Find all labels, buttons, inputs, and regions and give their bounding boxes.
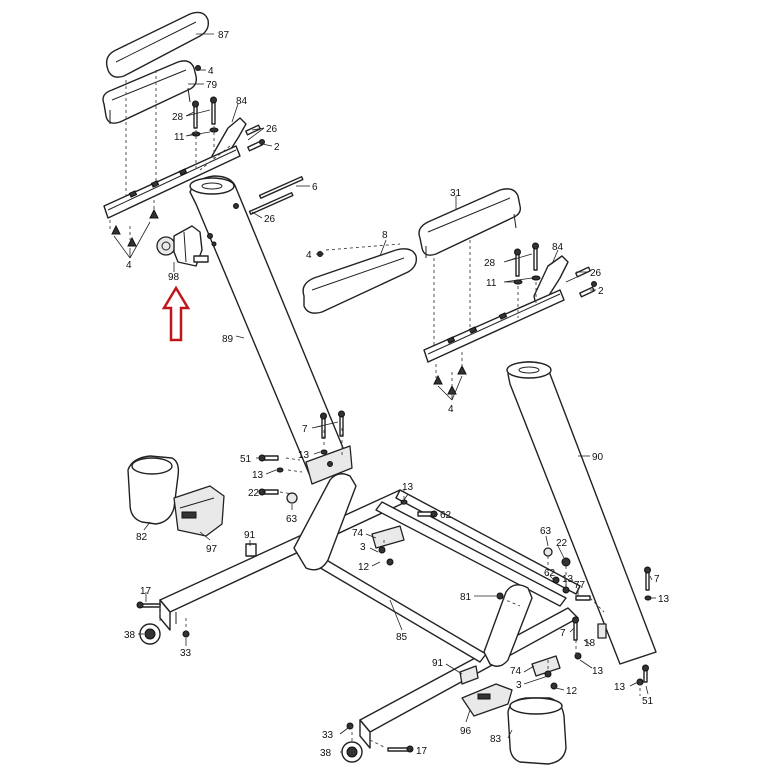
callout-label: 13 <box>402 482 414 493</box>
callout-label: 11 <box>174 132 185 143</box>
part-82-97-covers <box>127 455 225 537</box>
callout-label: 2 <box>274 142 280 153</box>
callout-label: 4 <box>306 250 312 261</box>
fasteners-base <box>258 410 652 690</box>
part-90-upright-right <box>506 361 657 665</box>
part-89-upright-left <box>189 175 353 485</box>
callout-label: 13 <box>614 682 626 693</box>
callout-label: 33 <box>180 648 192 659</box>
callout-label: 63 <box>286 514 298 525</box>
callout-label: 22 <box>248 488 260 499</box>
callout-label: 13 <box>298 450 310 461</box>
callout-label: 77 <box>574 580 586 591</box>
callout-label: 22 <box>556 538 568 549</box>
callout-label: 98 <box>168 272 180 283</box>
part-31-handle-cover-right <box>418 188 522 258</box>
callout-label: 3 <box>360 542 366 553</box>
callout-label: 63 <box>540 526 552 537</box>
callout-label: 7 <box>560 628 566 639</box>
callout-label: 87 <box>218 30 230 41</box>
callout-label: 26 <box>264 214 276 225</box>
callout-label: 97 <box>206 544 218 555</box>
callout-label: 28 <box>172 112 184 123</box>
callout-label: 4 <box>208 66 214 77</box>
callout-label: 7 <box>654 574 660 585</box>
callout-label: 6 <box>312 182 318 193</box>
callout-label: 31 <box>450 188 462 199</box>
callout-label: 17 <box>416 746 428 757</box>
part-83-96-covers <box>461 683 567 765</box>
part-38-wheels-and-bolts <box>136 601 414 763</box>
callout-label: 85 <box>396 632 408 643</box>
callout-label: 17 <box>140 586 152 597</box>
callout-label: 4 <box>448 404 454 415</box>
callout-label: 89 <box>222 334 234 345</box>
callout-label: 13 <box>562 574 574 585</box>
part-bracket-mounts <box>245 525 561 685</box>
dashed-guides-upper-right <box>325 240 537 388</box>
part-85-base-frame <box>159 473 581 749</box>
part-8-handle-cover-mid <box>302 248 418 314</box>
part-84-bracket-right <box>533 255 569 307</box>
callout-label: 91 <box>432 658 444 669</box>
callout-label: 74 <box>510 666 522 677</box>
callout-label: 12 <box>358 562 370 573</box>
callout-label: 83 <box>490 734 502 745</box>
callout-label: 51 <box>642 696 654 707</box>
part-87-handle-cover-left <box>105 11 210 78</box>
callout-label: 26 <box>266 124 278 135</box>
part-79-handle-cover-base-left <box>102 60 198 124</box>
callout-label: 79 <box>206 80 218 91</box>
callout-label: 51 <box>240 454 252 465</box>
callout-label: 38 <box>124 630 136 641</box>
callout-label: 38 <box>320 748 332 759</box>
callout-label: 26 <box>590 268 602 279</box>
callout-label: 33 <box>322 730 334 741</box>
callout-label: 4 <box>126 260 132 271</box>
callout-label: 90 <box>592 452 604 463</box>
callout-labels: 87 4 79 84 28 11 26 2 6 26 4 98 89 31 8 … <box>124 30 670 759</box>
callout-label: 81 <box>460 592 472 603</box>
dashed-guides-base <box>159 428 641 749</box>
callout-label: 91 <box>244 530 256 541</box>
callout-label: 11 <box>486 278 497 289</box>
part-handlebar-crossmember-left <box>103 145 241 219</box>
callout-label: 74 <box>352 528 364 539</box>
fasteners-upper-left <box>111 65 304 247</box>
callout-label: 7 <box>302 424 308 435</box>
callout-label: 13 <box>592 666 604 677</box>
callout-label: 62 <box>544 568 556 579</box>
callout-label: 8 <box>382 230 388 241</box>
callout-label: 13 <box>658 594 670 605</box>
highlight-arrow-part-98 <box>161 285 191 342</box>
callout-label: 62 <box>440 510 452 521</box>
part-handlebar-crossmember-right <box>423 289 565 363</box>
dashed-guides-upper-left <box>109 70 231 240</box>
callout-label: 2 <box>598 286 604 297</box>
callout-label: 13 <box>252 470 264 481</box>
leader-lines <box>113 33 656 753</box>
callout-label: 18 <box>584 638 596 649</box>
callout-label: 84 <box>552 242 564 253</box>
callout-label: 3 <box>516 680 522 691</box>
callout-label: 28 <box>484 258 496 269</box>
part-98-knob-assembly <box>156 225 217 267</box>
callout-label: 96 <box>460 726 472 737</box>
callout-label: 12 <box>566 686 578 697</box>
callout-label: 84 <box>236 96 248 107</box>
callout-label: 82 <box>136 532 148 543</box>
